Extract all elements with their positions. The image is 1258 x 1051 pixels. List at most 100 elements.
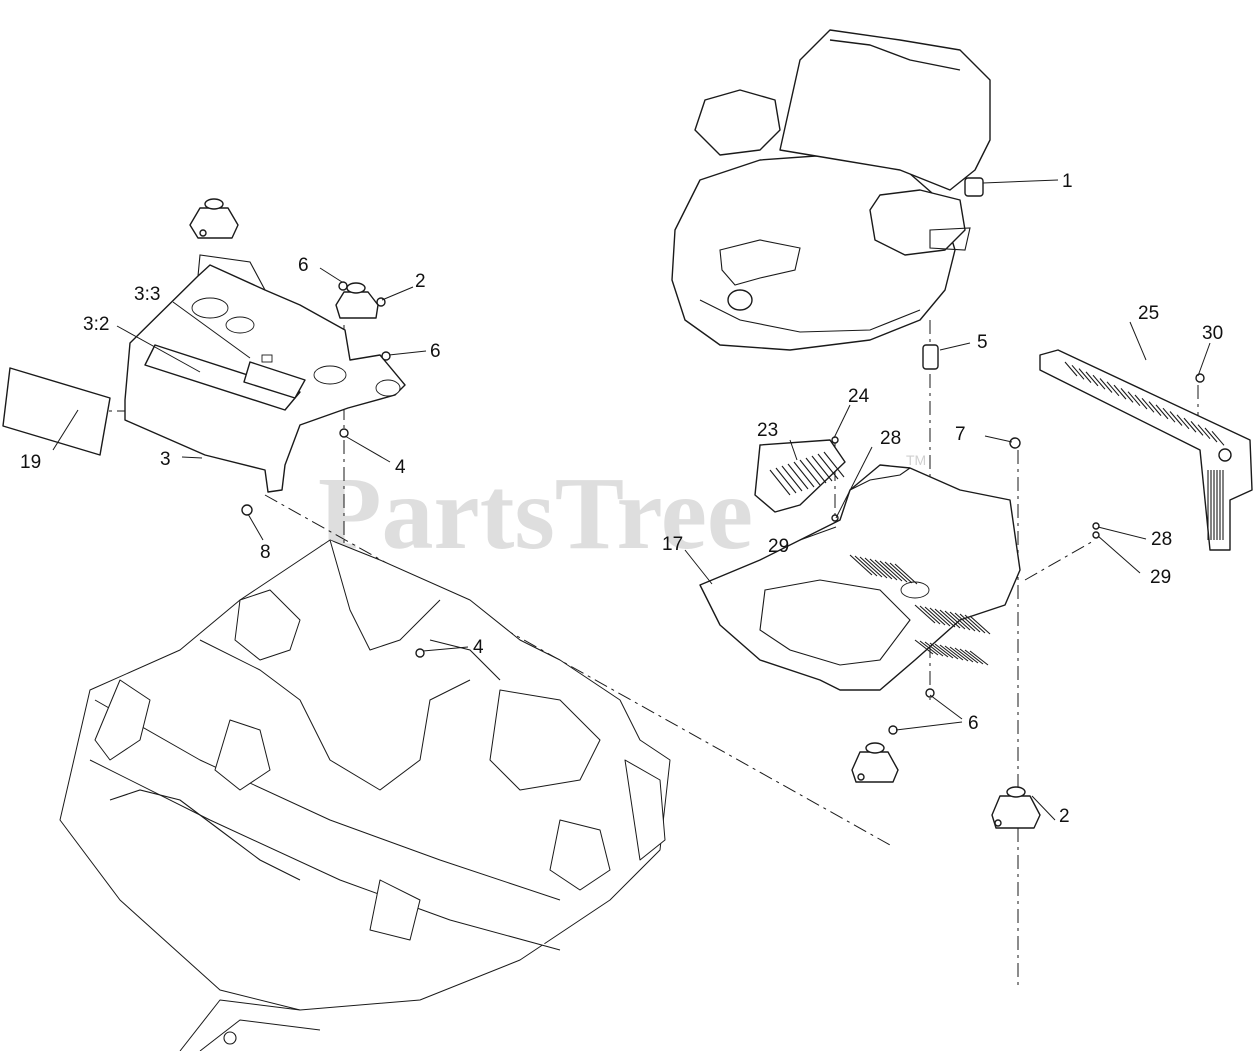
leader-lines (52, 179, 1211, 821)
vent-slot (1183, 417, 1197, 433)
callout-7: 7 (955, 424, 966, 445)
vent-slot (1204, 427, 1218, 443)
vent-slot (811, 455, 833, 482)
decal-3-3 (243, 361, 306, 399)
vent-slot (805, 457, 827, 484)
callouts: 1 2 2 3 3:2 3:3 4 4 5 6 6 6 7 8 17 19 23… (20, 171, 1223, 827)
shield-25 (1039, 349, 1253, 551)
vent-slot (964, 649, 984, 665)
vent-slot (919, 640, 939, 656)
callout-2-lower: 2 (1059, 806, 1070, 827)
vent-slot (969, 615, 991, 635)
vent-slot (864, 557, 888, 579)
vent-slot (934, 643, 954, 659)
vent-slot (1134, 394, 1148, 410)
vent-slot (959, 648, 979, 664)
vent-slot (914, 604, 936, 624)
vent-slot (959, 613, 981, 633)
isolator-mount-front (851, 742, 899, 783)
vent-slot (964, 614, 986, 634)
vent-slot (929, 642, 949, 658)
callout-29-right: 29 (1150, 567, 1171, 588)
callout-17: 17 (662, 534, 683, 555)
watermark-trademark: TM (906, 452, 926, 468)
callout-5: 5 (977, 332, 988, 353)
vent-slot (874, 559, 898, 581)
callout-23: 23 (757, 420, 778, 441)
vent-slot (1197, 424, 1211, 440)
callout-3-2: 3:2 (83, 314, 109, 335)
vent-slot (949, 611, 971, 631)
vent-slot (1155, 404, 1169, 420)
callout-2-upper: 2 (415, 271, 426, 292)
vent-slot (1106, 381, 1120, 397)
vent-slot (924, 641, 944, 657)
callout-6-lower: 6 (968, 713, 979, 734)
vent-slot (889, 562, 913, 584)
callout-25: 25 (1138, 303, 1159, 324)
vent-slot (869, 558, 893, 580)
vent-slot (1085, 371, 1099, 387)
callout-19: 19 (20, 452, 41, 473)
isolator-mount-2-left (335, 282, 386, 319)
vent-slot (1078, 368, 1092, 383)
vent-slot (944, 610, 966, 630)
callout-24: 24 (848, 386, 870, 407)
vent-slot (854, 555, 878, 577)
isolator-mount-2-right (991, 786, 1041, 829)
vent-slot (1169, 411, 1183, 426)
vent-slot (769, 469, 791, 496)
seat-1 (671, 29, 991, 351)
vent-slot (969, 650, 989, 666)
vent-slot (939, 609, 961, 629)
callout-30: 30 (1202, 323, 1223, 344)
plate-23 (754, 439, 846, 513)
vent-slot (1211, 430, 1225, 446)
vent-slot (823, 451, 845, 478)
vent-slot (1176, 414, 1190, 430)
isolator-mount-top (189, 198, 239, 239)
vent-slot (944, 645, 964, 661)
panel-3 (124, 254, 406, 493)
vent-slot (949, 646, 969, 662)
vent-slot (793, 461, 815, 488)
vent-slot (1064, 361, 1078, 377)
vent-slot (1071, 364, 1085, 380)
vent-slot (1127, 391, 1141, 407)
vent-slot (939, 644, 959, 660)
vent-slot (914, 639, 934, 655)
callout-28-right: 28 (1151, 529, 1172, 550)
vent-slot (1092, 374, 1106, 390)
callout-29-left: 29 (768, 536, 789, 557)
vent-slot (849, 554, 873, 576)
callout-1: 1 (1062, 171, 1073, 192)
vent-slot (919, 605, 941, 625)
vent-slot (775, 467, 797, 494)
callout-3-3: 3:3 (134, 284, 160, 305)
callout-3: 3 (160, 449, 171, 470)
vent-slot (859, 556, 883, 578)
callout-4-upper: 4 (395, 457, 406, 478)
plate-17 (699, 464, 1021, 691)
vent-slot (879, 560, 903, 582)
vent-slot (787, 463, 809, 490)
vent-slot (1113, 384, 1127, 400)
vent-slot (817, 453, 839, 480)
vent-slot (1120, 388, 1134, 403)
partstree-watermark: PartsTree TM (318, 452, 926, 571)
callout-4-lower: 4 (473, 637, 484, 658)
decal-19 (2, 367, 111, 456)
vent-slot (1190, 421, 1204, 436)
vent-slot (894, 563, 918, 585)
vent-slot (924, 606, 946, 626)
vent-slot (934, 608, 956, 628)
vent-slot (1162, 407, 1176, 423)
vent-slot (1141, 397, 1155, 413)
vent-slot (954, 612, 976, 632)
vent-slot (954, 647, 974, 663)
callout-6-upper-right: 6 (430, 341, 441, 362)
watermark-text: PartsTree (318, 456, 753, 571)
vent-slot (1099, 378, 1113, 393)
vent-slot (1148, 401, 1162, 416)
